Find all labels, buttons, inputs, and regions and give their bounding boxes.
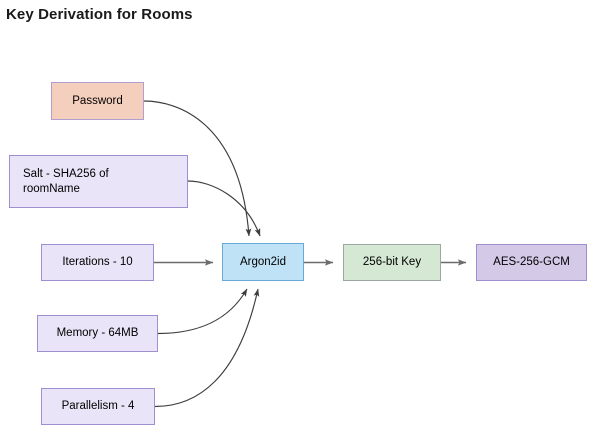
node-aes-256-gcm[interactable]: AES-256-GCM	[476, 244, 587, 281]
edge-salt-to-argon2id	[187, 180, 261, 237]
node-password-label: Password	[72, 94, 123, 107]
edge-memory-to-argon2id	[157, 288, 248, 335]
node-aes-256-gcm-label: AES-256-GCM	[493, 256, 570, 268]
node-iterations[interactable]: Iterations - 10	[41, 244, 154, 281]
node-256-bit-key[interactable]: 256-bit Key	[343, 244, 441, 281]
node-256-bit-key-label: 256-bit Key	[362, 256, 422, 268]
node-parallelism[interactable]: Parallelism - 4	[41, 388, 155, 425]
node-argon2id-label: Argon2id	[239, 255, 287, 268]
node-salt[interactable]: Salt - SHA256 of roomName	[9, 155, 188, 208]
node-iterations-label: Iterations - 10	[62, 256, 133, 268]
edge-parallelism-to-argon2id	[154, 288, 260, 408]
node-parallelism-label: Parallelism - 4	[61, 400, 135, 412]
page-title: Key Derivation for Rooms	[6, 6, 193, 23]
node-salt-label: Salt - SHA256 of roomName	[23, 167, 109, 195]
node-password[interactable]: Password	[51, 82, 144, 120]
node-memory-label: Memory - 64MB	[56, 327, 139, 339]
node-memory[interactable]: Memory - 64MB	[37, 315, 158, 352]
node-argon2id[interactable]: Argon2id	[222, 243, 304, 281]
